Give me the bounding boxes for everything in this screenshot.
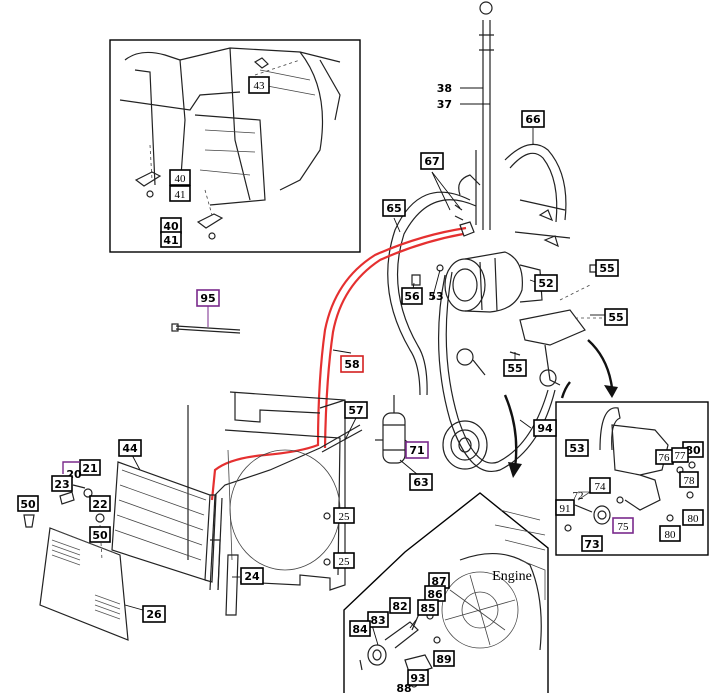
callout-58: 58 (344, 358, 359, 371)
callout-80: 80 (665, 529, 677, 541)
callout-67: 67 (424, 155, 439, 168)
callout-43: 43 (254, 80, 266, 92)
callout-88: 88 (396, 682, 411, 693)
callout-25: 25 (339, 556, 351, 568)
callout-73: 73 (584, 538, 599, 551)
callout-55: 55 (507, 362, 522, 375)
callout-77: 77 (675, 450, 687, 462)
callout-91: 91 (560, 503, 571, 515)
callout-25: 25 (339, 511, 351, 523)
engine-label: Engine (492, 569, 532, 584)
engine-inset (343, 492, 549, 693)
callout-63: 63 (413, 476, 428, 489)
callout-55: 55 (599, 262, 614, 275)
callout-83: 83 (370, 614, 385, 627)
callout-22: 22 (92, 498, 107, 511)
cab-frame-inset (109, 39, 361, 253)
callout-40: 40 (163, 220, 179, 233)
callout-57: 57 (348, 404, 363, 417)
callout-50: 50 (20, 498, 36, 511)
callout-94: 94 (537, 422, 553, 435)
callout-53: 53 (569, 442, 584, 455)
callout-labels: 43 40 41 40 41 95 38 37 66 67 65 58 56 5… (17, 76, 704, 693)
compressor-assembly (209, 1, 605, 591)
callout-86: 86 (427, 588, 443, 601)
callout-80: 80 (688, 513, 700, 525)
callout-26: 26 (146, 608, 162, 621)
callout-41: 41 (175, 189, 186, 201)
callout-85: 85 (420, 602, 435, 615)
callout-66: 66 (525, 113, 541, 126)
callout-37: 37 (437, 98, 452, 111)
callout-80: 80 (685, 444, 701, 457)
callout-40: 40 (175, 173, 187, 185)
callout-52: 52 (538, 277, 553, 290)
callout-87: 87 (431, 575, 446, 588)
callout-75: 75 (618, 521, 630, 533)
callout-82: 82 (392, 600, 407, 613)
callout-72: 72 (573, 490, 584, 502)
callout-84: 84 (352, 623, 368, 636)
callout-23: 23 (54, 478, 69, 491)
callout-76: 76 (659, 452, 671, 464)
callout-78: 78 (684, 475, 696, 487)
callout-56: 56 (404, 290, 420, 303)
callout-41: 41 (163, 234, 178, 247)
radiator-assembly (23, 391, 346, 641)
pointer-arrows (503, 339, 618, 478)
callout-71: 71 (409, 444, 424, 457)
callout-24: 24 (244, 570, 260, 583)
callout-93: 93 (410, 672, 425, 685)
callout-55: 55 (608, 311, 623, 324)
callout-53: 53 (428, 290, 443, 303)
callout-74: 74 (595, 481, 607, 493)
callout-65: 65 (386, 202, 401, 215)
callout-95: 95 (200, 292, 215, 305)
callout-89: 89 (436, 653, 451, 666)
callout-50: 50 (92, 529, 108, 542)
callout-21: 21 (82, 462, 97, 475)
cable-tie-95 (171, 306, 241, 334)
callout-44: 44 (122, 442, 138, 455)
callout-38: 38 (437, 82, 452, 95)
